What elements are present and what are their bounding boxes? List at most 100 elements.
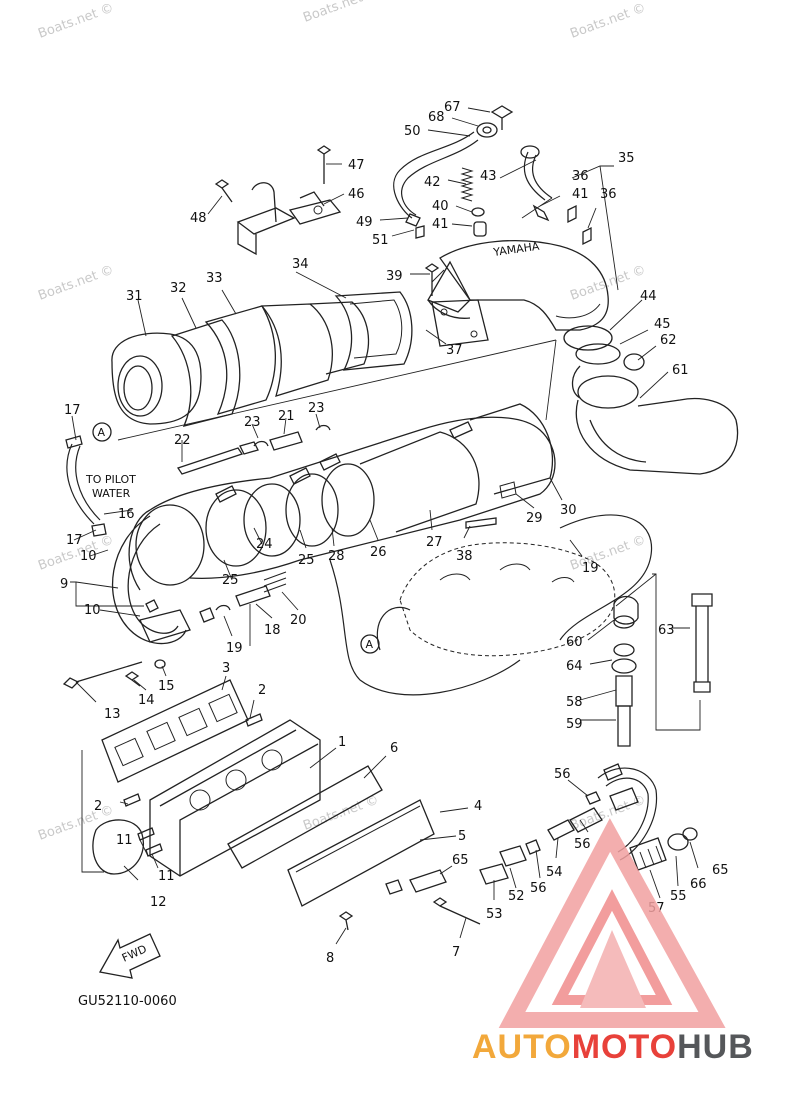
- callout-48: 48: [190, 211, 207, 226]
- ref-marker-a-top: A: [98, 426, 106, 439]
- callout-4: 4: [474, 799, 482, 814]
- logo-text-moto-part: MOTO: [572, 1028, 677, 1066]
- callout-35: 35: [618, 151, 635, 166]
- callout-24: 24: [256, 537, 273, 552]
- callout-39: 39: [386, 269, 403, 284]
- callout-25-left: 25: [222, 573, 239, 588]
- callout-5: 5: [458, 829, 466, 844]
- callout-10-top: 10: [80, 549, 97, 564]
- rubber-pipe-61: [563, 325, 739, 475]
- callout-3: 3: [222, 661, 230, 676]
- callout-33: 33: [206, 271, 223, 286]
- water-fittings: [611, 593, 713, 747]
- callout-55: 55: [670, 889, 687, 904]
- callout-37: 37: [446, 343, 463, 358]
- exhaust-manifold: [92, 679, 481, 931]
- watermark: Boats.net ©: [568, 1, 648, 42]
- callout-23-left: 23: [244, 415, 261, 430]
- callout-68: 68: [428, 110, 445, 125]
- callout-14: 14: [138, 693, 155, 708]
- callout-65-left: 65: [452, 853, 469, 868]
- callout-43: 43: [480, 169, 497, 184]
- callout-30: 30: [560, 503, 577, 518]
- callout-56-bottom: 56: [530, 881, 547, 896]
- callout-12: 12: [150, 895, 167, 910]
- watermark: Boats.net ©: [301, 0, 381, 26]
- top-hose-assembly: [214, 105, 592, 256]
- callout-51: 51: [372, 233, 389, 248]
- watermark: Boats.net ©: [36, 263, 116, 304]
- callout-19-right: 19: [582, 561, 599, 576]
- callout-49: 49: [356, 215, 373, 230]
- callout-32: 32: [170, 281, 187, 296]
- callout-31: 31: [126, 289, 143, 304]
- callout-36-left: 36: [572, 169, 589, 184]
- callout-19-left: 19: [226, 641, 243, 656]
- callout-45: 45: [654, 317, 671, 332]
- callout-18: 18: [264, 623, 281, 638]
- callout-42: 42: [424, 175, 441, 190]
- callout-52: 52: [508, 889, 525, 904]
- callout-29: 29: [526, 511, 543, 526]
- temp-sensor-parts: [176, 424, 331, 475]
- callout-44: 44: [640, 289, 657, 304]
- callout-numbers: 67 68 50 47 46 48 49 51 42 43 40 41 41 3…: [60, 100, 729, 966]
- leader-lines: [70, 107, 701, 945]
- callout-46: 46: [348, 187, 365, 202]
- logo-triangle-mark: [498, 818, 726, 1028]
- muffler-assembly: [111, 291, 556, 591]
- callout-28: 28: [328, 549, 345, 564]
- callout-41-right: 41: [572, 187, 589, 202]
- callout-60: 60: [566, 635, 583, 650]
- callout-36-right: 36: [600, 187, 617, 202]
- callout-17-bottom: 17: [66, 533, 83, 548]
- callout-63: 63: [658, 623, 675, 638]
- callout-59: 59: [566, 717, 583, 732]
- callout-66: 66: [690, 877, 707, 892]
- logo-text-hub-part: HUB: [677, 1028, 754, 1066]
- callout-34: 34: [292, 257, 309, 272]
- callout-61: 61: [672, 363, 689, 378]
- callout-21: 21: [278, 409, 295, 424]
- cylinder-outline: [329, 514, 653, 696]
- pipe-stamp: YAMAHA: [492, 240, 541, 260]
- ref-marker-a-bottom: A: [366, 638, 374, 651]
- callout-13: 13: [104, 707, 121, 722]
- callout-54: 54: [546, 865, 563, 880]
- callout-2-top: 2: [258, 683, 266, 698]
- callout-20: 20: [290, 613, 307, 628]
- callout-56-mid: 56: [574, 837, 591, 852]
- bolts-13-15: [62, 659, 166, 689]
- callout-64: 64: [566, 659, 583, 674]
- callout-16: 16: [118, 507, 135, 522]
- logo-text-auto: AUTOMOTOHUB: [472, 1028, 754, 1066]
- callout-22: 22: [174, 433, 191, 448]
- callout-11-bottom: 11: [158, 869, 175, 884]
- callout-38: 38: [456, 549, 473, 564]
- bypass-pipe-9: [111, 515, 215, 645]
- watermark: Boats.net ©: [36, 1, 116, 42]
- pilot-water-note-line2: WATER: [92, 487, 131, 500]
- water-pipes: [385, 763, 698, 895]
- callout-17-top: 17: [64, 403, 81, 418]
- callout-9: 9: [60, 577, 68, 592]
- callout-56-top: 56: [554, 767, 571, 782]
- callout-40: 40: [432, 199, 449, 214]
- logo-text-auto-part: AUTO: [472, 1028, 572, 1066]
- callout-10-bottom: 10: [84, 603, 101, 618]
- callout-41-left: 41: [432, 217, 449, 232]
- pilot-water-note-line1: TO PILOT: [85, 473, 136, 486]
- callout-2-bottom: 2: [94, 799, 102, 814]
- callout-8: 8: [326, 951, 334, 966]
- automotohub-logo: AUTOMOTOHUB: [472, 818, 754, 1066]
- callout-25-right: 25: [298, 553, 315, 568]
- callout-53: 53: [486, 907, 503, 922]
- callout-7: 7: [452, 945, 460, 960]
- callout-47: 47: [348, 158, 365, 173]
- callout-11-top: 11: [116, 833, 133, 848]
- callout-67: 67: [444, 100, 461, 115]
- callout-26: 26: [370, 545, 387, 560]
- diagram-code: GU52110-0060: [78, 994, 177, 1009]
- callout-27: 27: [426, 535, 443, 550]
